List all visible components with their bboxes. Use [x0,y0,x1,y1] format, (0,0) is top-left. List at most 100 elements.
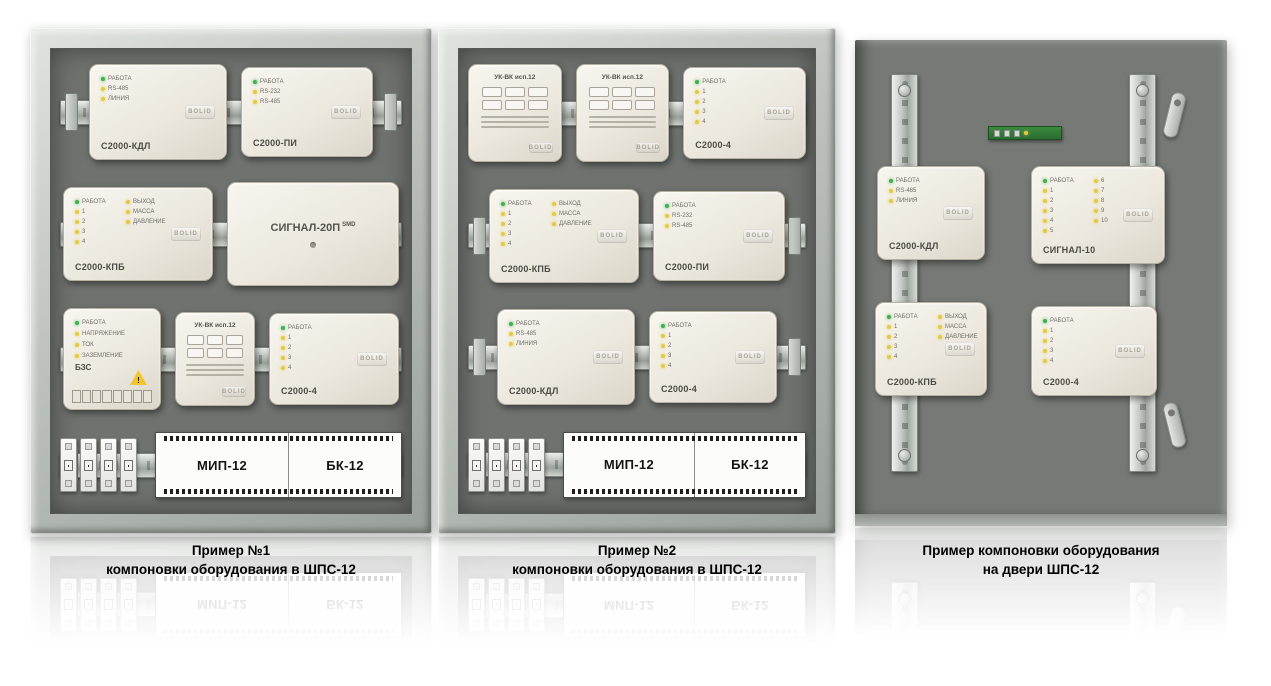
module-name: С2000-ПИ [253,138,298,148]
relay-symbol [527,87,548,97]
led-label: 10 [1101,218,1108,224]
led-dot-green [887,315,891,319]
led-label: 6 [1101,178,1105,184]
led-dot-green [661,324,665,329]
led-dot-yellow [501,221,505,226]
led-label: РАБОТА [702,79,726,85]
led-dot-yellow [281,366,285,370]
led-label: RS-485 [260,99,281,105]
pcb-led [1024,131,1028,135]
led-dot-yellow [253,90,257,94]
terminal-cell [72,390,82,403]
led-indicator: РАБОТА [75,319,125,327]
text-line [588,126,657,128]
bolid-logo: BOLID [593,350,623,365]
circuit-breaker [100,438,117,492]
led-dot-yellow [887,335,891,339]
circuit-breaker [468,578,485,633]
led-indicator: 10 [1094,217,1108,225]
led-dot-yellow [281,336,285,340]
led-dot-yellow [1094,199,1098,203]
led-dot-yellow [1094,209,1098,213]
led-indicator: РАБОТА [887,313,918,321]
text-line [480,116,549,118]
relay-diagram [481,87,548,110]
led-label: ТОК [82,342,94,348]
module-name: С2000-4 [1043,377,1079,387]
din-rail-vertical [891,74,918,472]
led-indicator: ВЫХОД [126,198,166,206]
equipment-row: РАБОТАНАПРЯЖЕНИЕТОКЗАЗЕМЛЕНИЕБЗСУК-ВК ис… [60,660,402,686]
power-section: БК-12 [695,573,805,637]
circuit-breaker [100,578,117,632]
breaker-lever [84,599,93,610]
bolid-logo: BOLID [357,352,387,366]
led-dot-yellow [695,90,700,94]
terminal-cell [142,390,152,403]
terminal-teeth [572,629,797,635]
caption-example-2: Пример №2 компоновки оборудования в ШПС-… [438,541,836,579]
led-dot-green [509,322,513,327]
terminal-teeth [164,629,393,634]
led-dot-yellow [1043,329,1047,333]
led-dot-yellow [75,230,79,234]
led-indicator: 3 [1043,207,1074,215]
circuit-breaker-group [60,578,137,632]
power-section-label: БК-12 [731,597,769,613]
led-label: 4 [1050,218,1054,224]
led-label: РАБОТА [1050,318,1074,324]
relay-symbol [527,100,548,110]
power-section-label: БК-12 [326,597,364,613]
module-s2000-kpb: РАБОТА1234ВЫХОДМАССАДАВЛЕНИЕBOLIDС2000-К… [875,658,987,678]
module-title: УК-ВК исп.12 [194,322,236,329]
led-indicator: ВЫХОД [552,200,592,208]
led-indicator: РАБОТА [75,198,106,206]
led-label: РАБОТА [260,79,284,85]
breaker-lever [512,459,521,471]
led-indicator: 2 [75,218,106,226]
led-dot-yellow [126,220,130,224]
led-indicator: РАБОТА [253,78,284,86]
led-indicator: 3 [1043,347,1074,355]
led-dot-yellow [509,332,513,337]
led-label: 7 [1101,188,1105,194]
module-name: БЗС [75,363,92,372]
led-dot-yellow [1043,229,1047,233]
led-label: РАБОТА [894,314,918,320]
led-label: 3 [702,109,706,115]
bolid-logo: BOLID [528,142,553,153]
led-dot-yellow [552,201,556,206]
led-dot-yellow [126,210,130,214]
module-name: С2000-ПИ [665,261,710,272]
led-indicator: РАБОТА [1043,177,1074,185]
led-indicator: ДАВЛЕНИЕ [552,220,592,228]
led-label: 8 [1101,198,1105,204]
module-title: УК-ВК исп.12 [494,74,536,81]
relay-diagram [186,335,244,358]
module-name: С2000-КПБ [501,263,551,274]
caption-line2: компоновки оборудования в ШПС-12 [106,562,356,577]
screw [1136,592,1149,605]
screw [898,592,911,605]
rail-clamp [65,586,78,624]
rail-clamp [788,216,801,255]
relay-symbol [206,348,224,358]
led-indicator: 3 [695,108,726,116]
pcb-component [1004,129,1010,137]
module-name: СИГНАЛ-10 [1043,245,1096,255]
led-label: РАБОТА [82,320,106,326]
